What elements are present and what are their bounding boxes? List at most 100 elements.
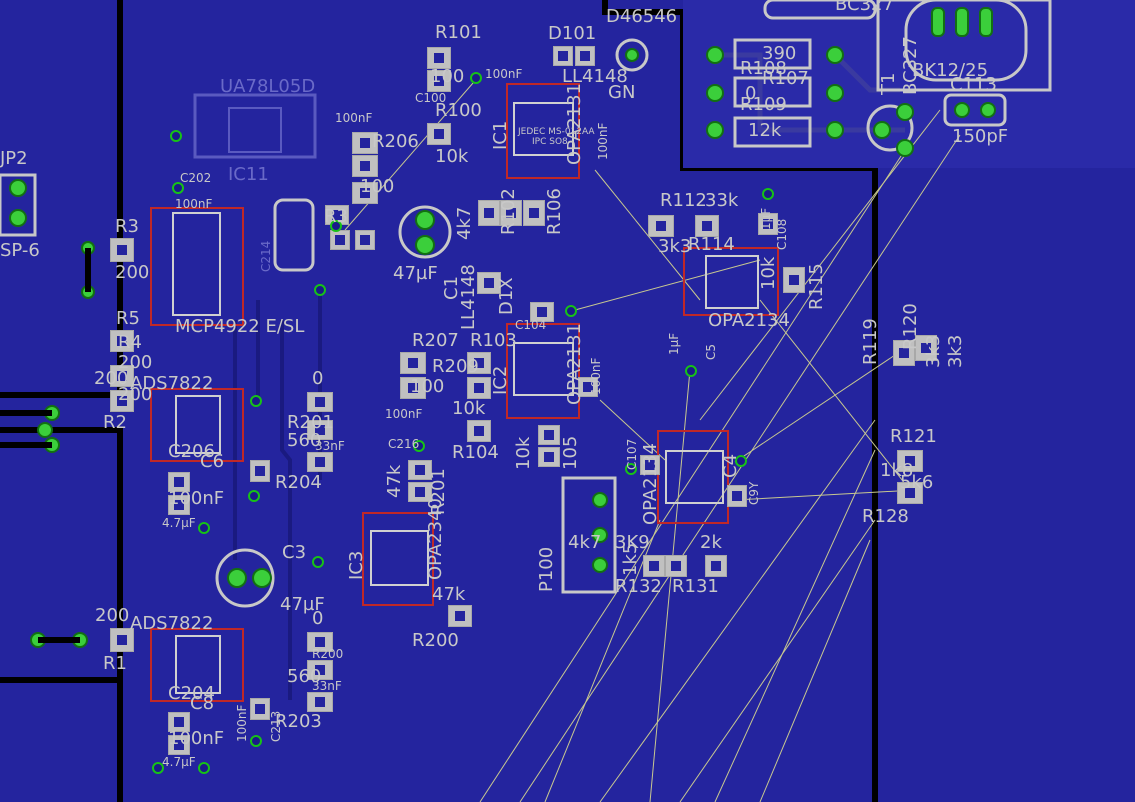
via[interactable]	[250, 395, 262, 407]
label-r128: R128	[862, 506, 909, 527]
label-r106: R106	[544, 188, 565, 235]
label-c101-value: 100nF	[596, 122, 610, 160]
label-r1k5: 1k5	[620, 542, 641, 576]
smd-pad[interactable]	[897, 482, 923, 504]
smd-pad[interactable]	[110, 628, 134, 652]
via[interactable]	[625, 463, 637, 475]
smd-pad[interactable]	[250, 460, 270, 482]
label-opa2131-a: OPA2131	[564, 83, 585, 165]
via[interactable]	[172, 182, 184, 194]
smd-pad[interactable]	[110, 365, 134, 387]
via[interactable]	[685, 365, 697, 377]
smd-pad[interactable]	[478, 200, 500, 226]
mcp4922-package[interactable]	[150, 207, 244, 326]
via[interactable]	[198, 522, 210, 534]
smd-pad[interactable]	[467, 377, 491, 399]
smd-pad[interactable]	[427, 70, 451, 92]
smd-pad[interactable]	[648, 215, 674, 237]
smd-pad[interactable]	[758, 213, 778, 235]
smd-pad[interactable]	[538, 425, 560, 445]
smd-pad[interactable]	[168, 712, 190, 732]
smd-pad[interactable]	[330, 230, 350, 250]
label-c6: C6	[200, 451, 225, 472]
smd-pad[interactable]	[307, 392, 333, 412]
smd-pad[interactable]	[110, 330, 134, 352]
smd-pad[interactable]	[448, 605, 472, 627]
via[interactable]	[198, 762, 210, 774]
smd-pad[interactable]	[110, 390, 134, 412]
ic3-package[interactable]	[362, 512, 434, 606]
ic1-package[interactable]	[506, 83, 580, 179]
opa2134-b-package[interactable]	[657, 430, 729, 524]
label-c207-value: 4.7µF	[162, 755, 196, 769]
smd-pad[interactable]	[695, 215, 719, 237]
label-c105-value: 100nF	[589, 357, 603, 395]
smd-pad[interactable]	[307, 692, 333, 712]
smd-pad[interactable]	[307, 632, 333, 652]
smd-pad[interactable]	[352, 155, 378, 177]
smd-pad[interactable]	[897, 450, 923, 472]
smd-pad[interactable]	[783, 267, 805, 293]
smd-pad[interactable]	[168, 735, 190, 755]
via[interactable]	[312, 556, 324, 568]
label-r205-value: 100	[360, 176, 395, 197]
via[interactable]	[250, 735, 262, 747]
via[interactable]	[170, 130, 182, 142]
label-r109-value: 12k	[748, 120, 782, 141]
smd-pad[interactable]	[110, 238, 134, 262]
smd-pad[interactable]	[325, 205, 349, 225]
smd-pad[interactable]	[477, 272, 501, 294]
smd-pad[interactable]	[665, 555, 687, 577]
label-mcp4922: MCP4922 E/SL	[175, 316, 305, 337]
ads7822-b-package[interactable]	[150, 628, 244, 702]
smd-pad[interactable]	[355, 230, 375, 250]
smd-pad[interactable]	[400, 377, 426, 399]
smd-pad[interactable]	[915, 335, 937, 361]
via[interactable]	[413, 440, 425, 452]
via[interactable]	[248, 490, 260, 502]
smd-pad[interactable]	[575, 46, 595, 66]
smd-pad[interactable]	[168, 495, 190, 515]
label-c108-value: 1µF	[759, 207, 773, 230]
smd-pad[interactable]	[408, 482, 432, 502]
via[interactable]	[152, 762, 164, 774]
via[interactable]	[470, 72, 482, 84]
smd-pad[interactable]	[727, 485, 747, 507]
smd-pad[interactable]	[427, 123, 451, 145]
smd-pad[interactable]	[307, 660, 333, 680]
smd-pad[interactable]	[352, 182, 378, 204]
smd-pad[interactable]	[500, 200, 522, 226]
smd-pad[interactable]	[467, 352, 491, 374]
smd-pad[interactable]	[640, 455, 660, 475]
ic2-package[interactable]	[506, 323, 580, 419]
smd-pad[interactable]	[553, 46, 573, 66]
ic3-chip	[370, 530, 429, 586]
smd-pad[interactable]	[578, 377, 598, 397]
smd-pad[interactable]	[643, 555, 665, 577]
via[interactable]	[762, 188, 774, 200]
smd-pad[interactable]	[408, 460, 432, 480]
smd-pad[interactable]	[893, 340, 915, 366]
smd-pad[interactable]	[467, 420, 491, 442]
smd-pad[interactable]	[705, 555, 727, 577]
smd-pad[interactable]	[168, 472, 190, 492]
label-c1-value: 47µF	[393, 263, 438, 284]
via[interactable]	[565, 305, 577, 317]
smd-pad[interactable]	[530, 302, 554, 322]
smd-pad[interactable]	[307, 452, 333, 472]
via[interactable]	[330, 220, 342, 232]
smd-pad[interactable]	[538, 447, 560, 467]
smd-pad[interactable]	[352, 132, 378, 154]
smd-pad[interactable]	[250, 698, 270, 720]
label-r100: R100	[435, 100, 482, 121]
smd-pad[interactable]	[523, 200, 545, 226]
label-r47k: 47k	[384, 464, 405, 498]
smd-pad[interactable]	[307, 420, 333, 440]
smd-pad[interactable]	[427, 47, 451, 69]
ads7822-a-package[interactable]	[150, 388, 244, 462]
smd-pad[interactable]	[400, 352, 426, 374]
via[interactable]	[735, 455, 747, 467]
opa2134-package[interactable]	[683, 247, 779, 316]
via[interactable]	[314, 284, 326, 296]
